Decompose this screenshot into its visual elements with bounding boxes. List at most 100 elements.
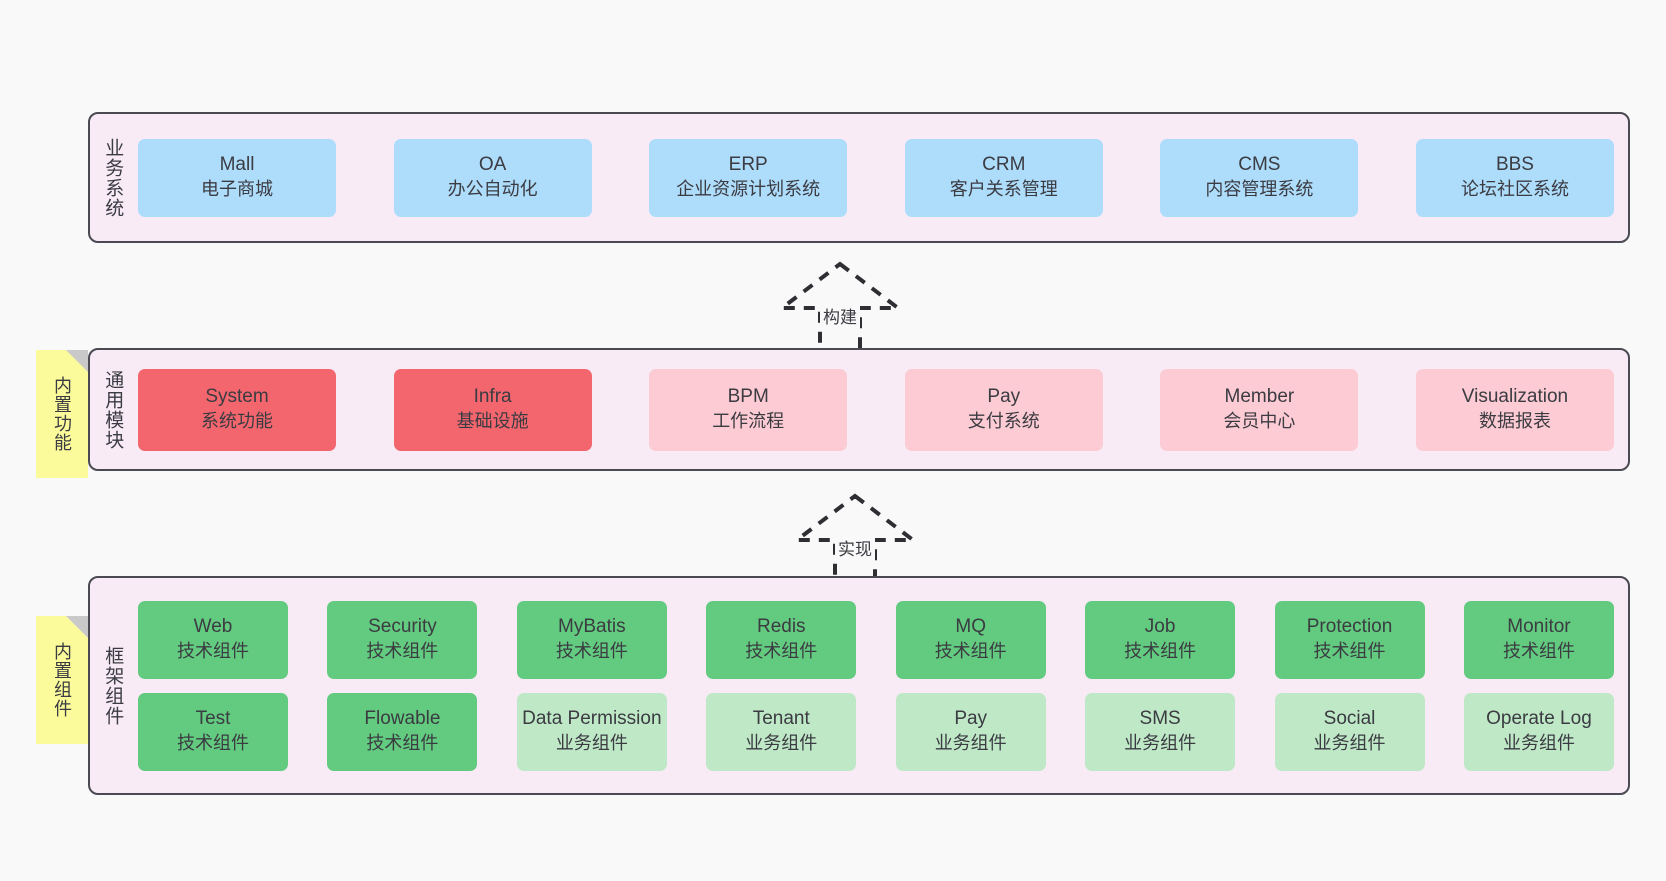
card-subtitle: 数据报表 [1478, 411, 1551, 432]
card-mq[interactable]: MQ 技术组件 [895, 600, 1046, 679]
card-pay-module[interactable]: Pay 支付系统 [904, 368, 1103, 451]
card-subtitle: 基础设施 [456, 411, 529, 432]
card-title: Data Permission [522, 708, 662, 730]
card-visualization[interactable]: Visualization 数据报表 [1415, 368, 1614, 451]
card-subtitle: 会员中心 [1223, 411, 1296, 432]
card-bbs[interactable]: BBS 论坛社区系统 [1415, 138, 1614, 217]
card-flowable[interactable]: Flowable 技术组件 [327, 692, 478, 771]
card-title: OA [478, 154, 507, 176]
sticky-note-text: 内置功能 [52, 376, 72, 452]
card-title: Redis [756, 616, 806, 638]
card-bpm[interactable]: BPM 工作流程 [649, 368, 848, 451]
card-sms[interactable]: SMS 业务组件 [1085, 692, 1236, 771]
card-title: Social [1323, 708, 1376, 730]
card-subtitle: 客户关系管理 [949, 179, 1058, 200]
connector-implement: 实现 [775, 490, 935, 585]
connector-implement-label: 实现 [835, 534, 875, 561]
card-title: Operate Log [1486, 708, 1592, 730]
card-title: CMS [1238, 154, 1281, 176]
card-subtitle: 系统功能 [201, 411, 273, 432]
framework-row-technical: Web 技术组件 Security 技术组件 MyBatis 技术组件 Redi… [138, 600, 1614, 679]
general-modules-cards: System 系统功能 Infra 基础设施 BPM 工作流程 Pay 支付系统… [134, 350, 1628, 469]
card-test[interactable]: Test 技术组件 [138, 692, 288, 771]
card-erp[interactable]: ERP 企业资源计划系统 [649, 138, 848, 217]
card-subtitle: 技术组件 [555, 641, 628, 662]
card-subtitle: 企业资源计划系统 [676, 179, 821, 200]
card-subtitle: 办公自动化 [447, 179, 538, 200]
card-subtitle: 技术组件 [1313, 641, 1386, 662]
card-title: CRM [982, 154, 1026, 176]
card-subtitle: 技术组件 [366, 733, 439, 754]
card-subtitle: 电子商城 [201, 179, 273, 200]
card-title: Monitor [1507, 616, 1571, 638]
card-title: Web [193, 616, 233, 638]
card-subtitle: 技术组件 [366, 641, 439, 662]
card-data-permission[interactable]: Data Permission 业务组件 [516, 692, 667, 771]
card-subtitle: 技术组件 [177, 733, 249, 754]
card-infra[interactable]: Infra 基础设施 [393, 368, 592, 451]
card-title: Job [1144, 616, 1176, 638]
card-cms[interactable]: CMS 内容管理系统 [1160, 138, 1359, 217]
card-title: Member [1224, 386, 1295, 408]
framework-row-business: Test 技术组件 Flowable 技术组件 Data Permission … [138, 692, 1614, 771]
card-title: Test [195, 708, 231, 730]
card-subtitle: 技术组件 [1502, 641, 1575, 662]
card-title: ERP [728, 154, 768, 176]
card-title: Mall [219, 154, 255, 176]
card-mybatis[interactable]: MyBatis 技术组件 [516, 600, 667, 679]
sticky-note-builtin-components: 内置组件 [36, 616, 88, 744]
card-subtitle: 业务组件 [745, 733, 818, 754]
connector-build: 构建 [760, 258, 920, 353]
sticky-note-text: 内置组件 [52, 642, 72, 718]
framework-components-label: 框架组件 [102, 645, 124, 726]
card-protection[interactable]: Protection 技术组件 [1274, 600, 1425, 679]
note-fold-icon [66, 350, 88, 372]
card-operate-log[interactable]: Operate Log 业务组件 [1463, 692, 1614, 771]
card-title: Tenant [752, 708, 810, 730]
card-mall[interactable]: Mall 电子商城 [138, 138, 336, 217]
card-title: SMS [1139, 708, 1181, 730]
card-system[interactable]: System 系统功能 [138, 368, 336, 451]
card-subtitle: 支付系统 [967, 411, 1040, 432]
card-redis[interactable]: Redis 技术组件 [706, 600, 857, 679]
business-systems-label: 业务系统 [102, 137, 124, 218]
card-member[interactable]: Member 会员中心 [1160, 368, 1359, 451]
card-subtitle: 业务组件 [934, 733, 1007, 754]
card-title: System [205, 386, 269, 408]
card-web[interactable]: Web 技术组件 [138, 600, 288, 679]
business-systems-cards: Mall 电子商城 OA 办公自动化 ERP 企业资源计划系统 CRM 客户关系… [134, 114, 1628, 241]
card-title: BPM [727, 386, 769, 408]
card-subtitle: 业务组件 [1502, 733, 1575, 754]
card-title: Flowable [364, 708, 441, 730]
card-subtitle: 技术组件 [934, 641, 1007, 662]
card-monitor[interactable]: Monitor 技术组件 [1463, 600, 1614, 679]
card-crm[interactable]: CRM 客户关系管理 [904, 138, 1103, 217]
general-modules-panel: 通用模块 System 系统功能 Infra 基础设施 BPM 工作流程 Pay… [88, 348, 1630, 471]
note-fold-icon [66, 616, 88, 638]
card-subtitle: 业务组件 [555, 733, 628, 754]
card-tenant[interactable]: Tenant 业务组件 [706, 692, 857, 771]
card-social[interactable]: Social 业务组件 [1274, 692, 1425, 771]
card-title: Infra [473, 386, 512, 408]
card-subtitle: 业务组件 [1124, 733, 1197, 754]
card-title: Pay [954, 708, 988, 730]
card-subtitle: 技术组件 [745, 641, 818, 662]
card-security[interactable]: Security 技术组件 [327, 600, 478, 679]
framework-components-panel: 框架组件 Web 技术组件 Security 技术组件 MyBatis 技术组件… [88, 576, 1630, 795]
generalization-arrow-icon [791, 493, 919, 584]
card-title: Visualization [1461, 386, 1569, 408]
connector-build-label: 构建 [820, 302, 860, 329]
card-pay-component[interactable]: Pay 业务组件 [895, 692, 1046, 771]
generalization-arrow-icon [776, 261, 904, 352]
card-subtitle: 论坛社区系统 [1460, 179, 1569, 200]
card-job[interactable]: Job 技术组件 [1085, 600, 1236, 679]
card-oa[interactable]: OA 办公自动化 [393, 138, 592, 217]
card-subtitle: 技术组件 [1124, 641, 1197, 662]
framework-components-cards: Web 技术组件 Security 技术组件 MyBatis 技术组件 Redi… [134, 578, 1628, 793]
card-title: Pay [987, 386, 1021, 408]
card-subtitle: 内容管理系统 [1205, 179, 1314, 200]
card-title: Security [368, 616, 437, 638]
business-systems-panel: 业务系统 Mall 电子商城 OA 办公自动化 ERP 企业资源计划系统 CRM… [88, 112, 1630, 243]
general-modules-label: 通用模块 [102, 369, 124, 450]
sticky-note-builtin-features: 内置功能 [36, 350, 88, 478]
